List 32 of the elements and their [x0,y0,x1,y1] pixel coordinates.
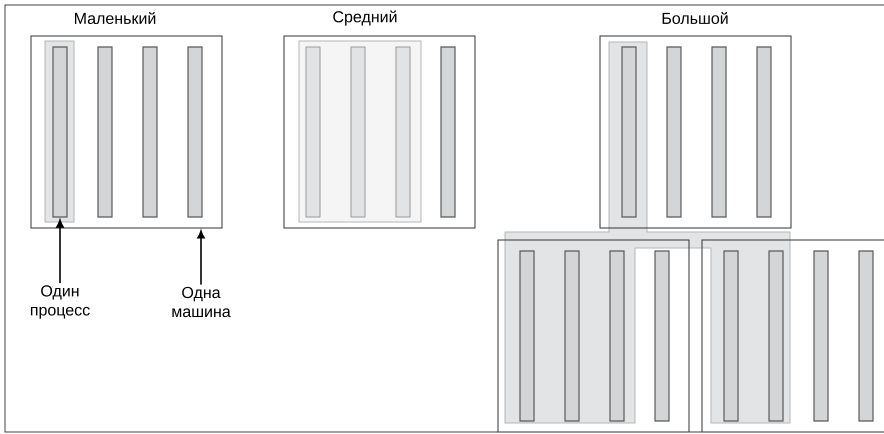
heading: Маленький [74,12,156,24]
process-bar [723,250,739,422]
caption-text: Одна машина [172,286,231,318]
heading: Средний [333,10,396,26]
process-bar [768,250,784,422]
process-bar [564,250,580,422]
process-bar [813,250,829,422]
process-bar [666,46,682,218]
machine-box [284,36,476,228]
process-bar [350,46,366,218]
process-bar [142,46,158,218]
process-bar [621,46,637,218]
process-bar [756,46,772,218]
process-bar [440,46,456,218]
machine-box [600,36,792,228]
arrow [56,220,64,284]
process-bar [858,250,874,422]
process-bar [519,250,535,422]
heading: Большой [662,12,728,24]
caption-text: Один процесс [30,285,90,319]
process-bar [306,46,320,218]
process-bar [396,46,410,218]
process-bar [52,46,68,218]
machine-box [498,240,690,432]
process-bar [187,46,203,218]
machine-box [30,36,222,228]
process-bar [97,46,113,218]
process-bar [609,250,625,422]
process-bar [654,250,670,422]
machine-box [702,240,884,432]
process-bar [711,46,727,218]
arrow [197,230,205,285]
